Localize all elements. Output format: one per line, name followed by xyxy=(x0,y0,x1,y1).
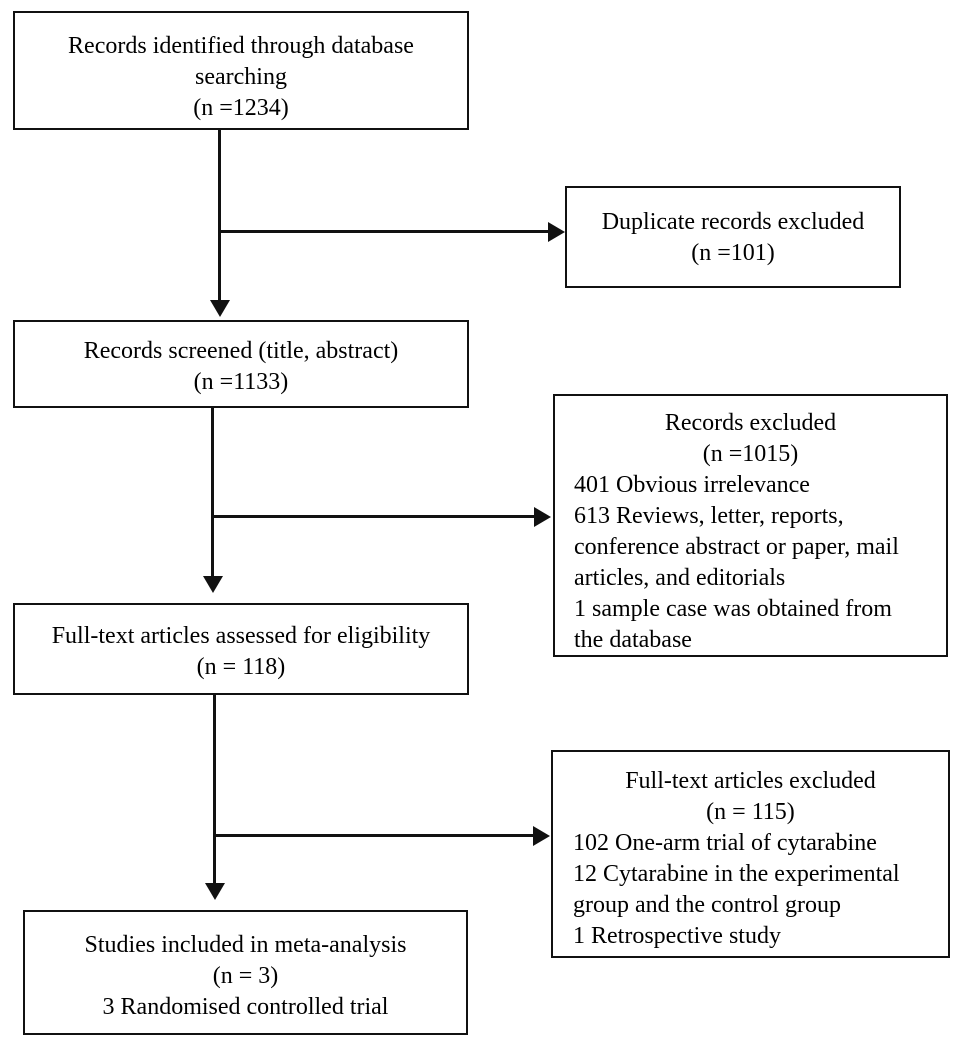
node-full-text-assessed-text: Full-text articles assessed for eligibil… xyxy=(51,623,431,680)
arrowhead-to-studies-included xyxy=(205,883,225,900)
connector-eligibility-to-fulltext-excluded xyxy=(215,834,535,837)
node-records-excluded-header: Records excluded (n =1015) xyxy=(664,410,837,467)
node-duplicate-records-excluded-text: Duplicate records excluded (n =101) xyxy=(601,209,865,266)
node-records-identified: Records identified through database sear… xyxy=(13,11,469,130)
arrowhead-to-duplicate-records xyxy=(548,222,565,242)
node-full-text-excluded-reasons: 102 One-arm trial of cytarabine 12 Cytar… xyxy=(573,830,900,949)
arrowhead-to-full-text-assessed xyxy=(203,576,223,593)
node-full-text-excluded: Full-text articles excluded (n = 115) 10… xyxy=(551,750,950,958)
node-studies-included-text: Studies included in meta-analysis (n = 3… xyxy=(84,932,407,1020)
connector-eligibility-trunk xyxy=(213,695,216,885)
arrowhead-to-records-excluded xyxy=(534,507,551,527)
node-studies-included: Studies included in meta-analysis (n = 3… xyxy=(23,910,468,1035)
node-records-screened-text: Records screened (title, abstract) (n =1… xyxy=(83,338,399,395)
node-records-excluded-reasons: 401 Obvious irrelevance 613 Reviews, let… xyxy=(574,472,899,653)
connector-screened-to-records-excluded xyxy=(213,515,536,518)
node-duplicate-records-excluded: Duplicate records excluded (n =101) xyxy=(565,186,901,288)
node-records-identified-text: Records identified through database sear… xyxy=(68,33,414,121)
node-records-screened: Records screened (title, abstract) (n =1… xyxy=(13,320,469,408)
arrowhead-to-full-text-excluded xyxy=(533,826,550,846)
connector-screened-trunk xyxy=(211,408,214,578)
node-full-text-excluded-header: Full-text articles excluded (n = 115) xyxy=(625,768,876,825)
arrowhead-to-records-screened xyxy=(210,300,230,317)
node-full-text-assessed: Full-text articles assessed for eligibil… xyxy=(13,603,469,695)
node-records-excluded: Records excluded (n =1015) 401 Obvious i… xyxy=(553,394,948,657)
connector-identification-to-duplicates xyxy=(220,230,550,233)
connector-identification-trunk xyxy=(218,130,221,302)
